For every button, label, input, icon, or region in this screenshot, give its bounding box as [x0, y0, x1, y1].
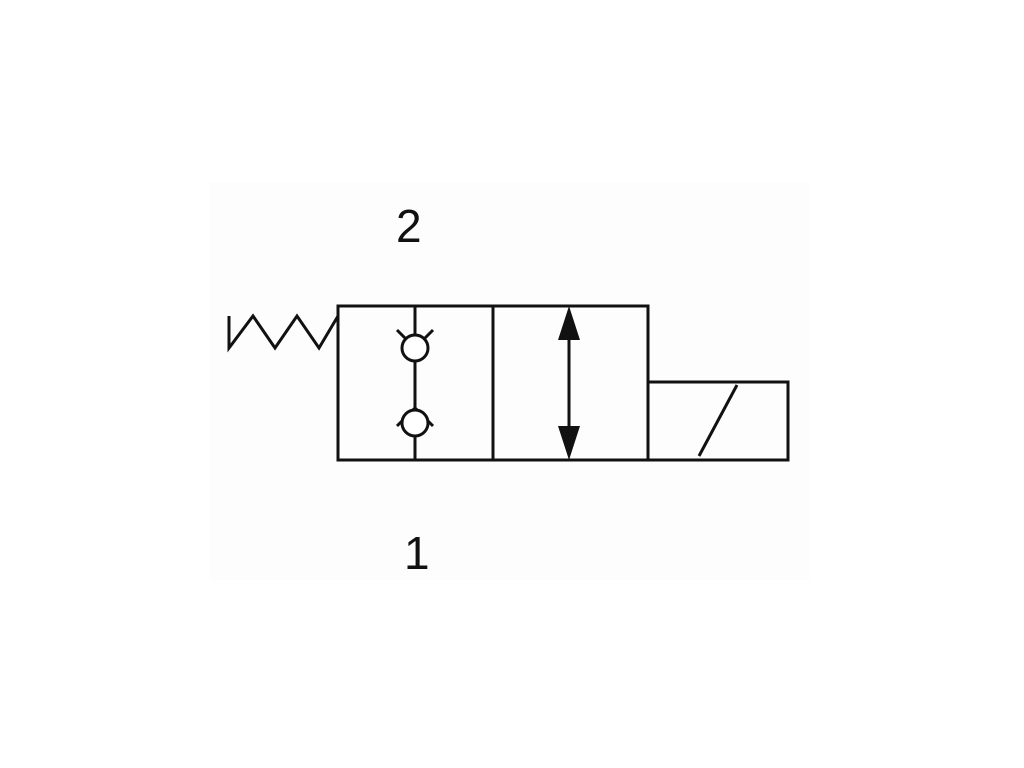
- spring-return-icon: [227, 313, 340, 353]
- double-check-valve-icon: [395, 328, 435, 438]
- port-label-2: 2: [396, 200, 422, 252]
- solenoid-diagonal-icon: [697, 384, 739, 457]
- port-label-1: 1: [404, 527, 430, 579]
- solenoid-coil-box: [646, 380, 790, 462]
- bidirectional-flow-arrow-icon: [558, 306, 580, 460]
